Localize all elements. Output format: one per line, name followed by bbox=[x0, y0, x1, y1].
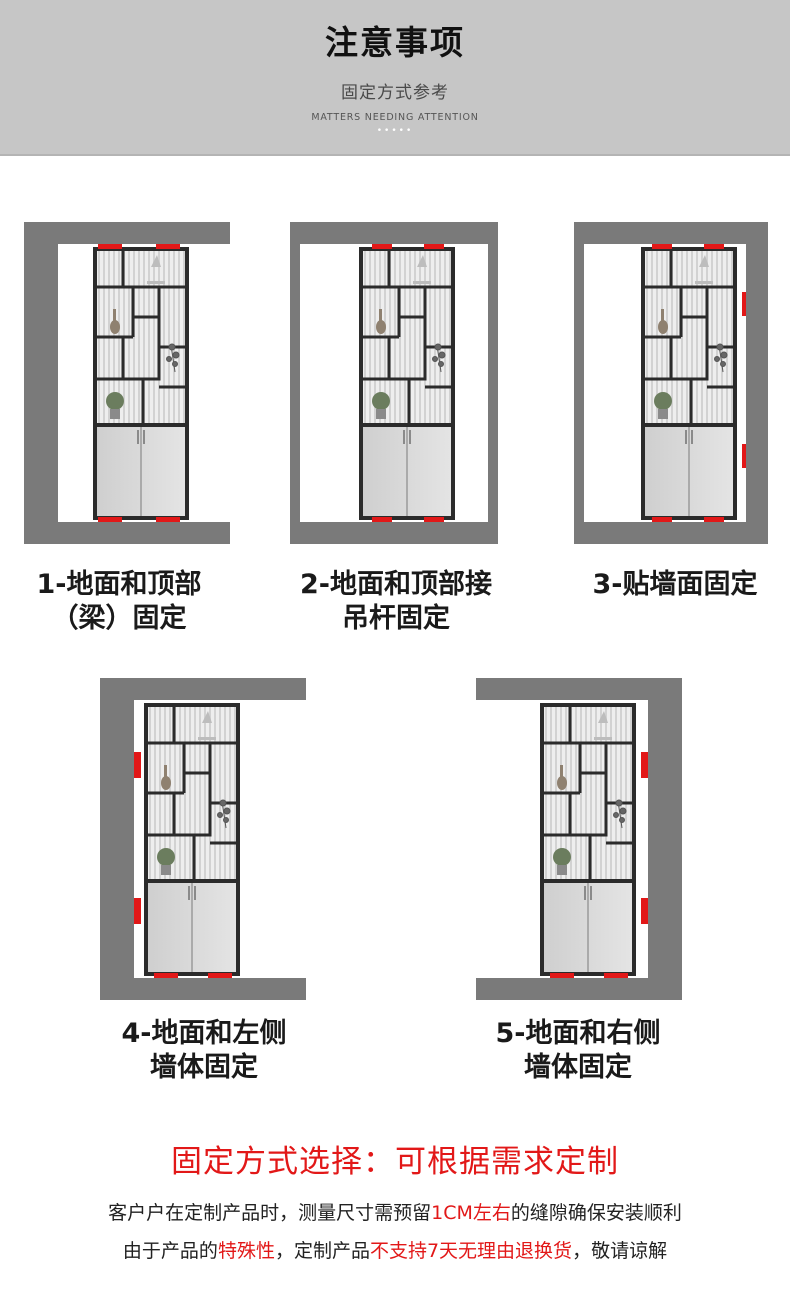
caption-line: 2-地面和顶部接 bbox=[300, 569, 492, 600]
note-highlight: 特殊性 bbox=[217, 1240, 275, 1262]
mount-points bbox=[134, 752, 232, 978]
caption-line: 3-贴墙面固定 bbox=[592, 569, 758, 600]
caption-line: 墙体固定 bbox=[524, 1052, 632, 1083]
mount-points bbox=[550, 752, 648, 978]
caption-line: 墙体固定 bbox=[150, 1052, 258, 1083]
note-text: 的缝隙确保安装顺利 bbox=[510, 1202, 682, 1224]
caption-method-3: 3-贴墙面固定 bbox=[560, 568, 790, 602]
wall-frame bbox=[476, 678, 682, 1000]
caption-line: 1-地面和顶部 bbox=[36, 569, 202, 600]
page-title: 注意事项 bbox=[325, 23, 465, 62]
mount-points bbox=[652, 244, 746, 522]
diagram-method-5 bbox=[476, 678, 682, 1000]
note-text: 客户户在定制产品时，测量尺寸需预留 bbox=[108, 1202, 432, 1224]
wall-frame bbox=[24, 222, 230, 544]
header-banner: 注意事项 固定方式参考 MATTERS NEEDING ATTENTION ••… bbox=[0, 0, 790, 156]
note-highlight: 1CM左右 bbox=[431, 1202, 511, 1224]
note-text: 由于产品的 bbox=[122, 1240, 218, 1262]
caption-method-5: 5-地面和右侧 墙体固定 bbox=[458, 1017, 698, 1085]
caption-method-4: 4-地面和左侧 墙体固定 bbox=[84, 1017, 324, 1085]
caption-method-1: 1-地面和顶部 （梁）固定 bbox=[4, 568, 234, 636]
caption-line: 5-地面和右侧 bbox=[495, 1018, 661, 1049]
caption-method-2: 2-地面和顶部接 吊杆固定 bbox=[276, 568, 516, 636]
mount-points bbox=[98, 244, 180, 522]
caption-line: （梁）固定 bbox=[51, 603, 187, 634]
selection-title: 固定方式选择：可根据需求定制 bbox=[171, 1144, 619, 1180]
diagram-method-1 bbox=[24, 222, 230, 544]
note-highlight: 不支持7天无理由退换货 bbox=[369, 1240, 573, 1262]
wall-frame bbox=[100, 678, 306, 1000]
note-line-1: 客户户在定制产品时，测量尺寸需预留1CM左右的缝隙确保安装顺利 bbox=[0, 1198, 790, 1225]
note-line-2: 由于产品的特殊性，定制产品不支持7天无理由退换货，敬请谅解 bbox=[0, 1236, 790, 1263]
decorative-dots: ••••• bbox=[376, 126, 414, 136]
diagram-method-2 bbox=[290, 222, 498, 544]
caption-line: 吊杆固定 bbox=[342, 603, 450, 634]
note-text: ，敬请谅解 bbox=[572, 1240, 668, 1262]
page-subtitle: 固定方式参考 bbox=[341, 83, 449, 103]
page-subtitle-en: MATTERS NEEDING ATTENTION bbox=[311, 112, 479, 123]
caption-line: 4-地面和左侧 bbox=[121, 1018, 287, 1049]
note-text: ，定制产品 bbox=[274, 1240, 370, 1262]
diagram-method-3 bbox=[574, 222, 768, 544]
diagram-method-4 bbox=[100, 678, 306, 1000]
mount-points bbox=[372, 244, 444, 522]
